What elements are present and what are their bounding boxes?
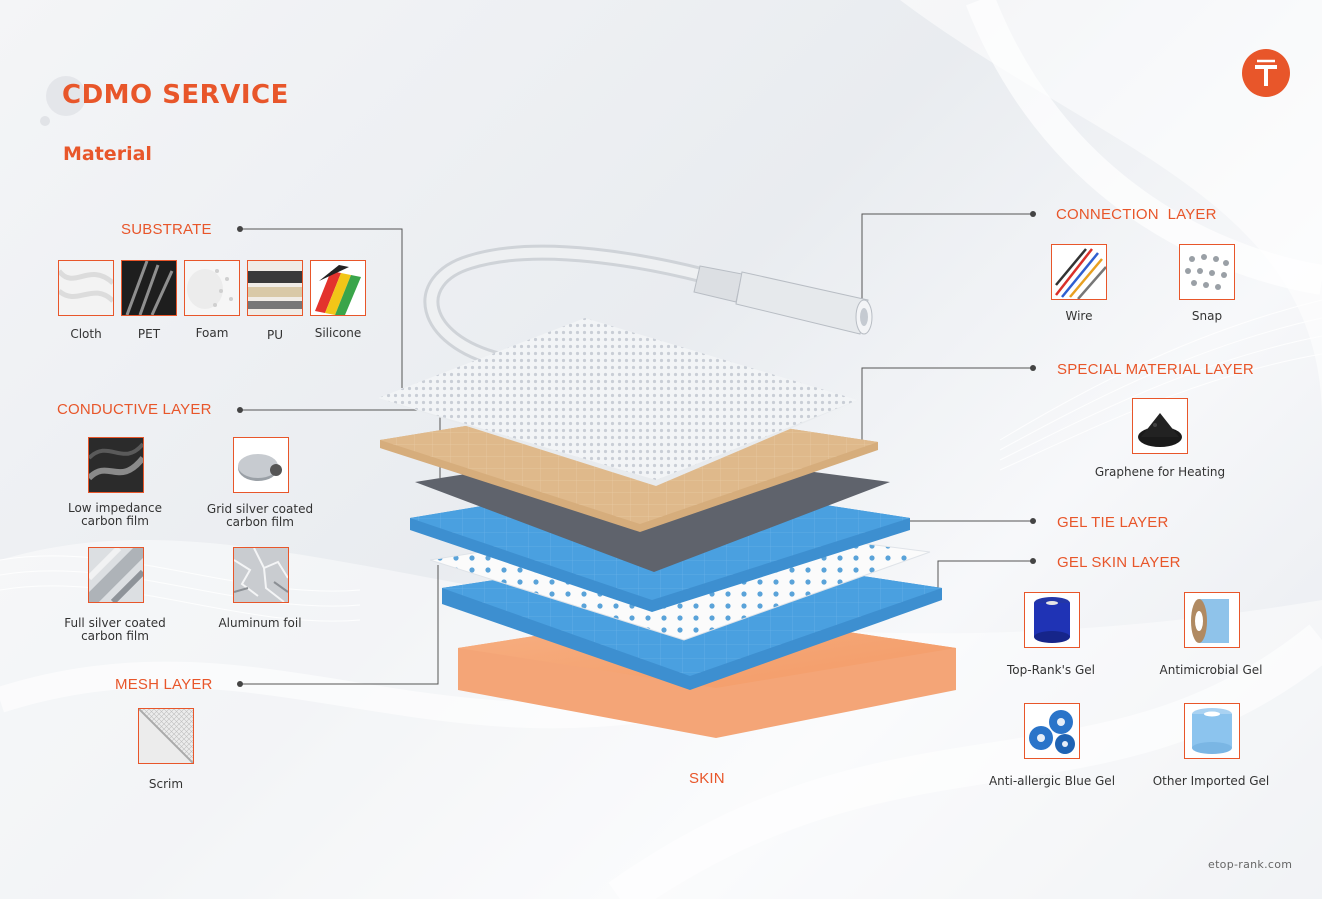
title-decoration <box>46 76 86 116</box>
gel-tie-layer-label: GEL TIE LAYER <box>1057 514 1169 531</box>
aluminum-foil-caption: Aluminum foil <box>218 616 302 630</box>
grid-silver-carbon-film-image <box>233 437 289 493</box>
conductive-layer-label: CONDUCTIVE LAYER <box>57 401 212 418</box>
snap-image <box>1179 244 1235 300</box>
cloth-image <box>58 260 114 316</box>
anti-allergic-gel-caption: Anti-allergic Blue Gel <box>988 774 1116 788</box>
substrate-label: SUBSTRATE <box>121 221 212 238</box>
connection-layer-label: CONNECTION LAYER <box>1056 206 1217 223</box>
graphene-caption: Graphene for Heating <box>1094 465 1226 479</box>
antimicrobial-gel-image <box>1184 592 1240 648</box>
page-title: CDMO SERVICE <box>62 80 289 110</box>
page-subtitle: Material <box>63 143 152 165</box>
antimicrobial-gel-caption: Antimicrobial Gel <box>1159 663 1263 677</box>
pu-caption: PU <box>266 328 284 342</box>
graphene-image <box>1132 398 1188 454</box>
anti-allergic-blue-gel-image <box>1024 703 1080 759</box>
snap-caption: Snap <box>1191 309 1223 323</box>
scrim-image <box>138 708 194 764</box>
foam-caption: Foam <box>195 326 229 340</box>
special-material-layer-label: SPECIAL MATERIAL LAYER <box>1057 361 1254 378</box>
website-footer: etop-rank.com <box>1208 858 1293 871</box>
aluminum-foil-image <box>233 547 289 603</box>
low-impedance-carbon-film-image <box>88 437 144 493</box>
other-imported-gel-image <box>1184 703 1240 759</box>
gel-skin-layer-label: GEL SKIN LAYER <box>1057 554 1181 571</box>
top-rank-gel-image <box>1024 592 1080 648</box>
cloth-caption: Cloth <box>70 327 102 341</box>
full-silver-carbon-film-image <box>88 547 144 603</box>
wire-caption: Wire <box>1065 309 1093 323</box>
pet-caption: PET <box>137 327 161 341</box>
t-logo-icon <box>1242 49 1290 97</box>
title-decoration-dot <box>40 116 50 126</box>
pu-image <box>247 260 303 316</box>
silicone-image <box>310 260 366 316</box>
grid-silver-caption: Grid silver coated carbon film <box>206 502 314 529</box>
silicone-caption: Silicone <box>314 326 362 340</box>
top-rank-gel-caption: Top-Rank's Gel <box>1007 663 1095 677</box>
other-imported-gel-caption: Other Imported Gel <box>1152 774 1270 788</box>
pet-image <box>121 260 177 316</box>
scrim-caption: Scrim <box>148 777 184 791</box>
full-silver-caption: Full silver coated carbon film <box>64 616 166 643</box>
skin-label: SKIN <box>689 770 725 787</box>
mesh-layer-label: MESH LAYER <box>115 676 213 693</box>
low-impedance-caption: Low impedance carbon film <box>67 501 163 528</box>
wire-image <box>1051 244 1107 300</box>
foam-image <box>184 260 240 316</box>
